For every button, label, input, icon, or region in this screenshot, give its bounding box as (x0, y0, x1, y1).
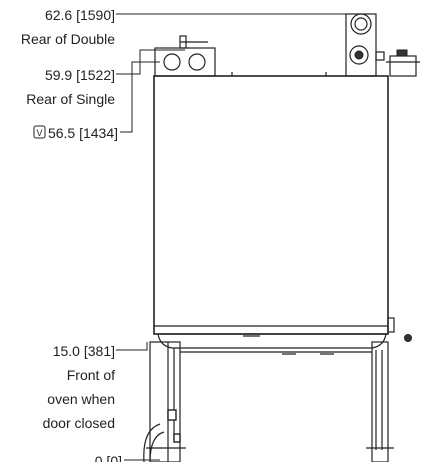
right-leg-inner (375, 350, 383, 450)
rear-double-label: Rear of Double (21, 31, 115, 47)
dimension-front-closed: 15.0 [381] Front of oven when door close… (43, 342, 148, 431)
left-foot-curve (143, 423, 165, 462)
front-closed-line-3: door closed (43, 415, 115, 431)
rear-single-ring-left (163, 53, 181, 71)
dimension-floor: 0 [0] (95, 453, 160, 462)
dimension-rear-double: 62.6 [1590] Rear of Double (21, 7, 348, 47)
left-foot-pad (173, 433, 181, 443)
floor-value: 0 [0] (95, 453, 122, 462)
vent-value: 56.5 [1434] (48, 125, 118, 141)
rear-top-components (154, 13, 420, 77)
gas-connector-core (354, 50, 364, 60)
rear-single-ring-right (188, 53, 206, 71)
front-closed-leader (116, 342, 148, 351)
oven-stand (143, 341, 394, 462)
oven-bottom-right-curve (371, 333, 387, 349)
vent-knob (396, 49, 408, 57)
right-side-fitting (387, 317, 395, 333)
front-closed-value: 15.0 [381] (53, 343, 115, 359)
dimension-vent: V 56.5 [1434] (33, 61, 160, 141)
front-closed-line-2: oven when (47, 391, 115, 407)
oven-cabinet (153, 75, 389, 335)
vent-symbol-box (33, 125, 46, 139)
connector-pipe-right (375, 51, 385, 61)
bottom-detail-marks (243, 335, 334, 355)
oven-body (153, 75, 412, 355)
left-leg-inner (167, 342, 175, 462)
rear-single-label: Rear of Single (26, 91, 115, 107)
flue-top-ring (350, 13, 372, 35)
rear-single-value: 59.9 [1522] (45, 67, 115, 83)
rear-double-value: 62.6 [1590] (45, 7, 115, 23)
left-leg-outer (149, 341, 181, 462)
right-side-knob (404, 334, 412, 342)
front-closed-line-1: Front of (67, 367, 115, 383)
gas-connector-ring (349, 45, 369, 65)
left-leg-bracket (167, 409, 177, 421)
flue-top-ring-inner (354, 17, 368, 31)
oven-bottom-left-curve (157, 333, 173, 349)
dimension-rear-single: 59.9 [1522] Rear of Single (26, 49, 185, 107)
right-leg-outer (371, 341, 389, 462)
vent-box (389, 55, 417, 77)
vent-leader (120, 61, 160, 133)
vent-symbol: V (36, 128, 42, 138)
